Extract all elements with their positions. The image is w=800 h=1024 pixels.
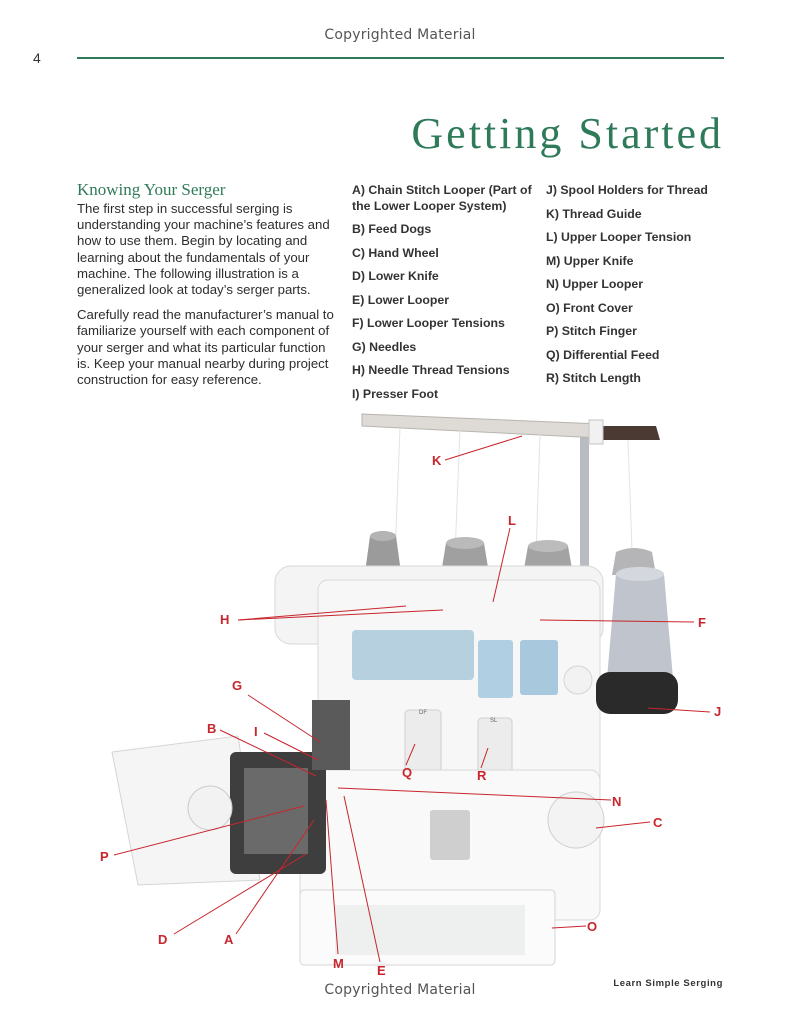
header-rule bbox=[77, 57, 724, 59]
length-dial-label: SL bbox=[490, 718, 498, 724]
thread-guide-illustration bbox=[361, 413, 660, 590]
part-item-c: C) Hand Wheel bbox=[352, 245, 439, 260]
callout-l: L bbox=[508, 513, 516, 528]
callout-leader-lines bbox=[113, 435, 711, 963]
callout-a: A bbox=[224, 932, 234, 947]
part-item-k: K) Thread Guide bbox=[546, 206, 642, 221]
part-item-p: P) Stitch Finger bbox=[546, 324, 637, 338]
intro-section: Knowing Your Serger The first step in su… bbox=[77, 180, 339, 397]
callout-c: C bbox=[653, 815, 663, 830]
part-item-g: G) Needles bbox=[352, 339, 417, 354]
copyright-watermark-bottom: Copyrighted Material bbox=[324, 982, 476, 998]
callout-p: P bbox=[100, 849, 109, 864]
callout-e: E bbox=[377, 963, 386, 978]
part-item-j: J) Spool Holders for Thread bbox=[546, 183, 708, 197]
part-item-a: A) Chain Stitch Looper (Part of the Lowe… bbox=[352, 183, 532, 213]
part-item-n: N) Upper Looper bbox=[546, 277, 644, 291]
callout-i: I bbox=[254, 724, 258, 739]
callout-j: J bbox=[714, 704, 721, 719]
copyright-watermark-top: Copyrighted Material bbox=[324, 27, 476, 43]
part-item-e: E) Lower Looper bbox=[352, 292, 450, 307]
callout-q: Q bbox=[402, 765, 412, 780]
part-item-d: D) Lower Knife bbox=[352, 269, 439, 283]
callout-d: D bbox=[158, 932, 167, 947]
intro-paragraph-1: The first step in successful serging is … bbox=[77, 201, 330, 298]
part-item-h: H) Needle Thread Tensions bbox=[352, 363, 510, 377]
intro-paragraph-2: Carefully read the manufacturer’s manual… bbox=[77, 307, 334, 388]
part-item-b: B) Feed Dogs bbox=[352, 222, 432, 236]
serger-body: DF SL bbox=[111, 565, 678, 966]
diff-dial-label: DF bbox=[419, 710, 427, 716]
callout-k: K bbox=[432, 453, 442, 468]
part-item-l: L) Upper Looper Tension bbox=[546, 230, 692, 244]
callout-n: N bbox=[612, 794, 621, 809]
section-heading: Knowing Your Serger bbox=[77, 180, 226, 199]
part-item-f: F) Lower Looper Tensions bbox=[352, 316, 505, 330]
page-number: 4 bbox=[33, 50, 41, 66]
part-item-q: Q) Differential Feed bbox=[546, 347, 660, 362]
callout-m: M bbox=[333, 956, 344, 971]
part-item-m: M) Upper Knife bbox=[546, 253, 634, 268]
page-title: Getting Started bbox=[411, 109, 724, 158]
parts-list-left: A) Chain Stitch Looper (Part of the Lowe… bbox=[352, 183, 537, 410]
part-item-r: R) Stitch Length bbox=[546, 371, 641, 385]
callout-f: F bbox=[698, 615, 706, 630]
callout-h: H bbox=[220, 612, 229, 627]
callout-o: O bbox=[587, 919, 597, 934]
part-item-o: O) Front Cover bbox=[546, 300, 633, 315]
callout-r: R bbox=[477, 768, 487, 783]
callout-g: G bbox=[232, 678, 242, 693]
callout-b: B bbox=[207, 721, 216, 736]
parts-list-right: J) Spool Holders for Thread K) Thread Gu… bbox=[546, 183, 721, 395]
serger-illustration: DF SL K L H F bbox=[100, 413, 721, 978]
book-title-footer: Learn Simple Serging bbox=[613, 978, 723, 989]
part-item-i: I) Presser Foot bbox=[352, 386, 439, 401]
